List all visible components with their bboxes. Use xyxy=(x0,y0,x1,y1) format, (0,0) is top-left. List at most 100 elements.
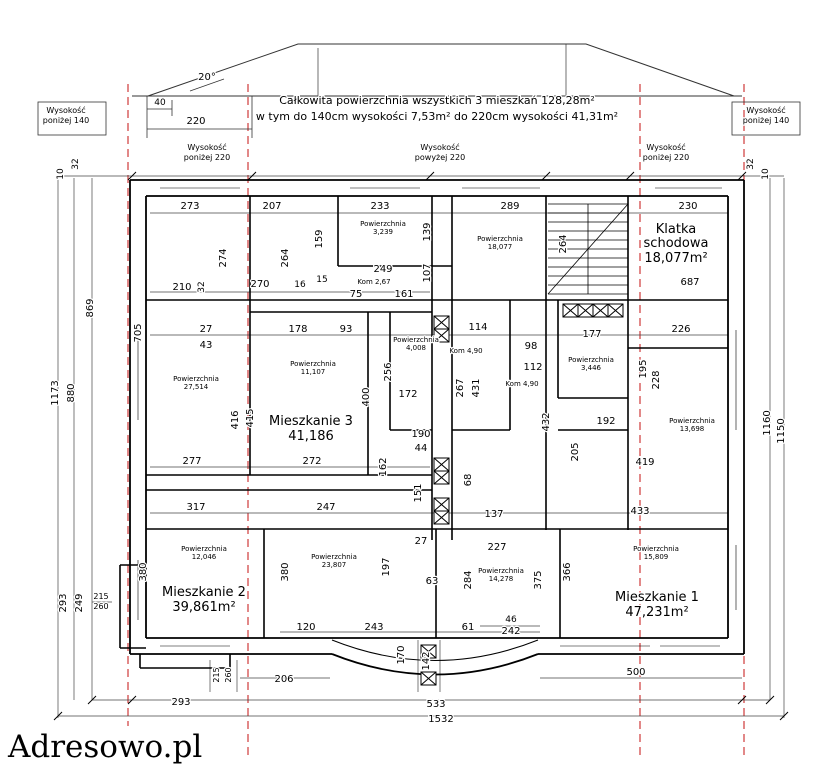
dimension-label: 215 xyxy=(93,592,108,601)
dimension-label: 68 xyxy=(463,474,474,487)
dimension-label: 284 xyxy=(463,570,474,589)
dimension-label: 161 xyxy=(394,289,413,300)
dimension-ticks xyxy=(53,171,789,721)
summary-line-2: w tym do 140cm wysokości 7,53m² do 220cm… xyxy=(256,110,618,123)
room-area-label: Powierzchnia xyxy=(393,336,439,344)
dimension-label: 226 xyxy=(671,324,690,335)
room-kom-label: Kom 2,67 xyxy=(357,278,390,286)
dimension-label: poniżej 140 xyxy=(43,116,89,125)
dimension-label: 75 xyxy=(350,289,363,300)
summary-line-1: Całkowita powierzchnia wszystkich 3 mies… xyxy=(279,94,595,107)
dimension-label: 46 xyxy=(505,615,517,625)
dimension-label: 243 xyxy=(364,622,383,633)
dimension-label: 162 xyxy=(378,457,389,476)
dimension-label: 190 xyxy=(411,429,430,440)
dimension-label: 289 xyxy=(500,201,519,212)
dimension-label: 687 xyxy=(680,277,699,288)
window-lines xyxy=(137,187,737,647)
room-area-label: Powierzchnia xyxy=(669,417,715,425)
dimension-label: 170 xyxy=(396,645,407,664)
dimension-label: 1150 xyxy=(776,418,787,443)
dimension-label: 375 xyxy=(533,570,544,589)
room-area-value: 14,278 xyxy=(489,575,514,583)
dimension-label: 533 xyxy=(426,699,445,710)
room-area-value: 27,514 xyxy=(184,383,209,391)
dimension-label: 432 xyxy=(541,412,552,431)
room-name-klatka-schodowa: schodowa xyxy=(644,236,709,251)
dimension-label: 366 xyxy=(562,562,573,581)
dimension-label: 431 xyxy=(471,378,482,397)
dimension-chain-lines xyxy=(57,175,785,718)
room-name-klatka-schodowa: Klatka xyxy=(656,222,696,237)
dimension-label: 40 xyxy=(154,98,166,108)
dimension-label: 107 xyxy=(422,263,433,282)
dimension-label: 205 xyxy=(570,442,581,461)
room-area-value: 3,239 xyxy=(373,228,393,236)
dimension-label: 142 xyxy=(421,651,432,670)
dimension-label: 120 xyxy=(296,622,315,633)
dimension-label: poniżej 220 xyxy=(643,153,689,162)
room-name-mieszkanie-1: Mieszkanie 1 xyxy=(615,590,699,605)
room-area-value: 23,807 xyxy=(322,561,347,569)
room-kom-label: Kom 4,90 xyxy=(505,380,538,388)
dimension-label: 249 xyxy=(74,593,85,612)
dimension-label: 32 xyxy=(71,158,81,169)
room-area-label: Powierzchnia xyxy=(633,545,679,553)
dimension-label: 32 xyxy=(746,158,756,169)
dimension-label: 247 xyxy=(316,502,335,513)
dimension-label: 293 xyxy=(58,593,69,612)
room-area-value: 4,008 xyxy=(406,344,426,352)
dimension-label: 264 xyxy=(280,248,291,267)
dimension-label: 433 xyxy=(630,506,649,517)
dimension-label: 260 xyxy=(93,602,108,611)
dimension-label: 228 xyxy=(651,370,662,389)
dimension-label: 293 xyxy=(171,697,190,708)
dimension-label: 869 xyxy=(85,298,96,317)
dimension-label: 27 xyxy=(415,536,428,547)
dimension-label: 1160 xyxy=(762,410,773,435)
room-area-value: 13,698 xyxy=(680,425,705,433)
dimension-label: 419 xyxy=(635,457,654,468)
roof-outline xyxy=(132,43,742,97)
dimension-label: 233 xyxy=(370,201,389,212)
dimension-label: 63 xyxy=(426,576,439,587)
dimension-label: 264 xyxy=(558,234,569,253)
dimension-label: 416 xyxy=(230,410,241,429)
header-boxes xyxy=(37,96,801,138)
room-area-value: 3,446 xyxy=(581,364,602,372)
dimension-label: 380 xyxy=(280,562,291,581)
dimension-label: powyżej 220 xyxy=(415,153,465,162)
dimension-label: 27 xyxy=(200,324,213,335)
dimension-label: 1532 xyxy=(428,714,453,725)
room-kom-label: Kom 4,90 xyxy=(449,347,482,355)
room-area-label: Powierzchnia xyxy=(478,567,524,575)
dimension-label: 273 xyxy=(180,201,199,212)
dimension-label: 178 xyxy=(288,324,307,335)
dimension-label: 277 xyxy=(182,456,201,467)
interior-walls xyxy=(119,196,728,669)
room-area-value: 18,077 xyxy=(488,243,513,251)
dimension-label: 195 xyxy=(638,359,649,378)
dimension-label: 192 xyxy=(596,416,615,427)
dimension-label: poniżej 220 xyxy=(184,153,230,162)
dimension-label: 705 xyxy=(133,323,144,342)
room-area-label: Powierzchnia xyxy=(568,356,614,364)
room-area-label: Powierzchnia xyxy=(360,220,406,228)
dimension-label: 415 xyxy=(245,408,256,427)
staircase xyxy=(547,203,629,295)
dimension-label: 114 xyxy=(468,322,487,333)
zone-left-140-label: Wysokość xyxy=(46,105,85,115)
dimension-label: 207 xyxy=(262,201,281,212)
zone-right-140-label: Wysokość xyxy=(746,105,785,115)
dimension-label: 249 xyxy=(373,264,392,275)
dimension-label: 256 xyxy=(383,362,394,381)
room-area-value: 15,809 xyxy=(644,553,669,561)
dimension-label: 210 xyxy=(172,282,191,293)
dimension-label: 32 xyxy=(197,281,207,292)
dimension-label: 177 xyxy=(582,329,601,340)
zone-center-220-label: Wysokość xyxy=(420,142,459,152)
dimension-label: 139 xyxy=(422,222,433,241)
dimension-label: 272 xyxy=(302,456,321,467)
